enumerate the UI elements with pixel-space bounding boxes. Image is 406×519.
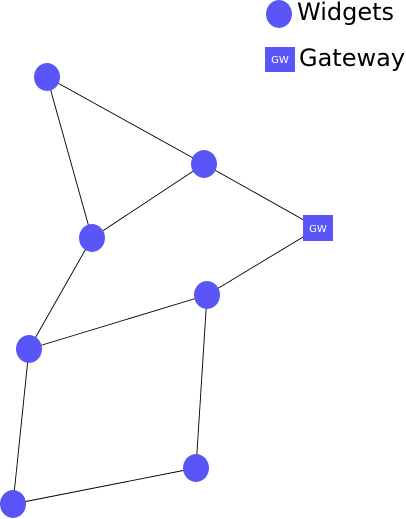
legend-gateway-icon — [265, 47, 295, 72]
edge-gw-w4 — [206, 227, 319, 296]
widget-node-w3 — [79, 224, 105, 252]
edge-w4-w6 — [195, 294, 208, 469]
widget-node-w6 — [183, 454, 209, 482]
edge-w3-w5 — [28, 237, 93, 350]
widget-node-w2 — [191, 150, 217, 178]
legend-gateway-icon-text: GW — [271, 55, 289, 66]
node-layer: GW — [0, 63, 333, 518]
edge-w2-w3 — [91, 163, 205, 239]
gateway-node-label: GW — [309, 224, 327, 235]
legend-widget-label: Widgets — [297, 0, 394, 26]
edge-w5-w7 — [12, 348, 30, 505]
widget-node-w4 — [194, 281, 220, 309]
edge-w1-w3 — [46, 76, 93, 239]
legend-widget-icon — [266, 0, 292, 28]
widget-node-w7 — [0, 490, 26, 518]
edge-layer — [12, 76, 319, 505]
gateway-node-box — [303, 215, 333, 241]
gateway-node: GW — [303, 215, 333, 241]
edge-w2-gw — [203, 163, 319, 229]
edge-w6-w7 — [12, 467, 197, 505]
edge-w4-w5 — [28, 294, 208, 350]
widget-node-w5 — [16, 335, 42, 363]
legend-gateway-label: Gateway — [299, 44, 405, 72]
edge-w1-w2 — [46, 76, 205, 165]
legend: Widgets GW Gateway — [265, 0, 405, 72]
widget-node-w1 — [34, 63, 60, 91]
